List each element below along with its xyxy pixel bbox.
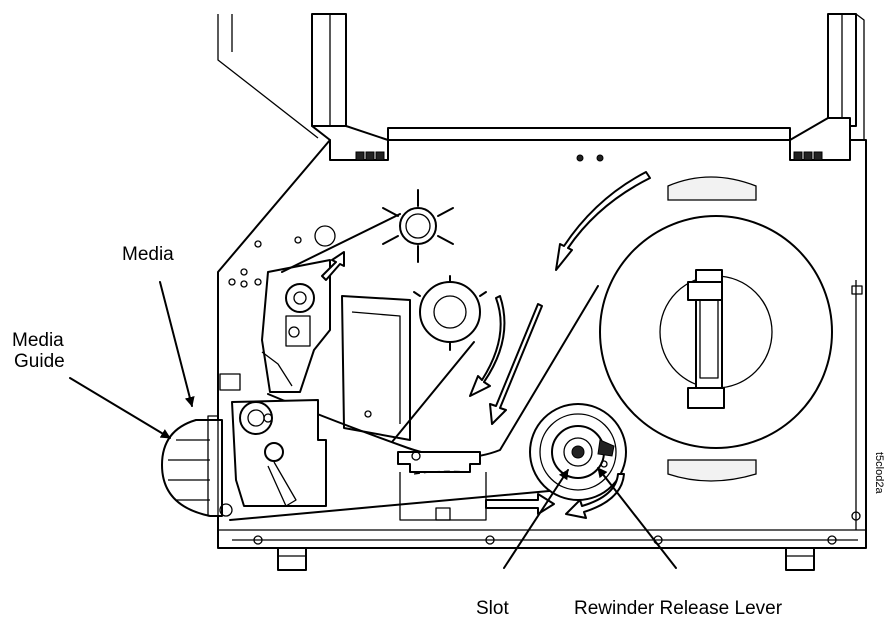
printer-feet [277,547,815,571]
media-guide [161,373,241,517]
printer-chassis [217,127,867,549]
platen-roller [231,399,327,507]
slot-label: Slot [476,598,509,619]
mounting-holes [228,225,336,288]
cover-panel-right [789,13,865,161]
cover-panel-left [217,13,389,161]
media-label: Media [122,244,174,265]
media-guide-label-line2: Guide [14,351,65,372]
media-guide-label-line1: Media [12,330,64,351]
printhead-assembly [261,259,411,441]
ribbon-supply-hub [382,189,454,263]
ribbon-rewind-hub [413,275,487,351]
ribbon-path [281,213,475,443]
media-supply-roll [599,176,833,482]
callout-leaders [69,281,677,569]
tear-bar-assembly [397,451,487,521]
direction-arrows [321,171,651,519]
figure-id: t5clod2a [873,452,885,494]
rewinder-release-lever-label: Rewinder Release Lever [574,598,783,619]
